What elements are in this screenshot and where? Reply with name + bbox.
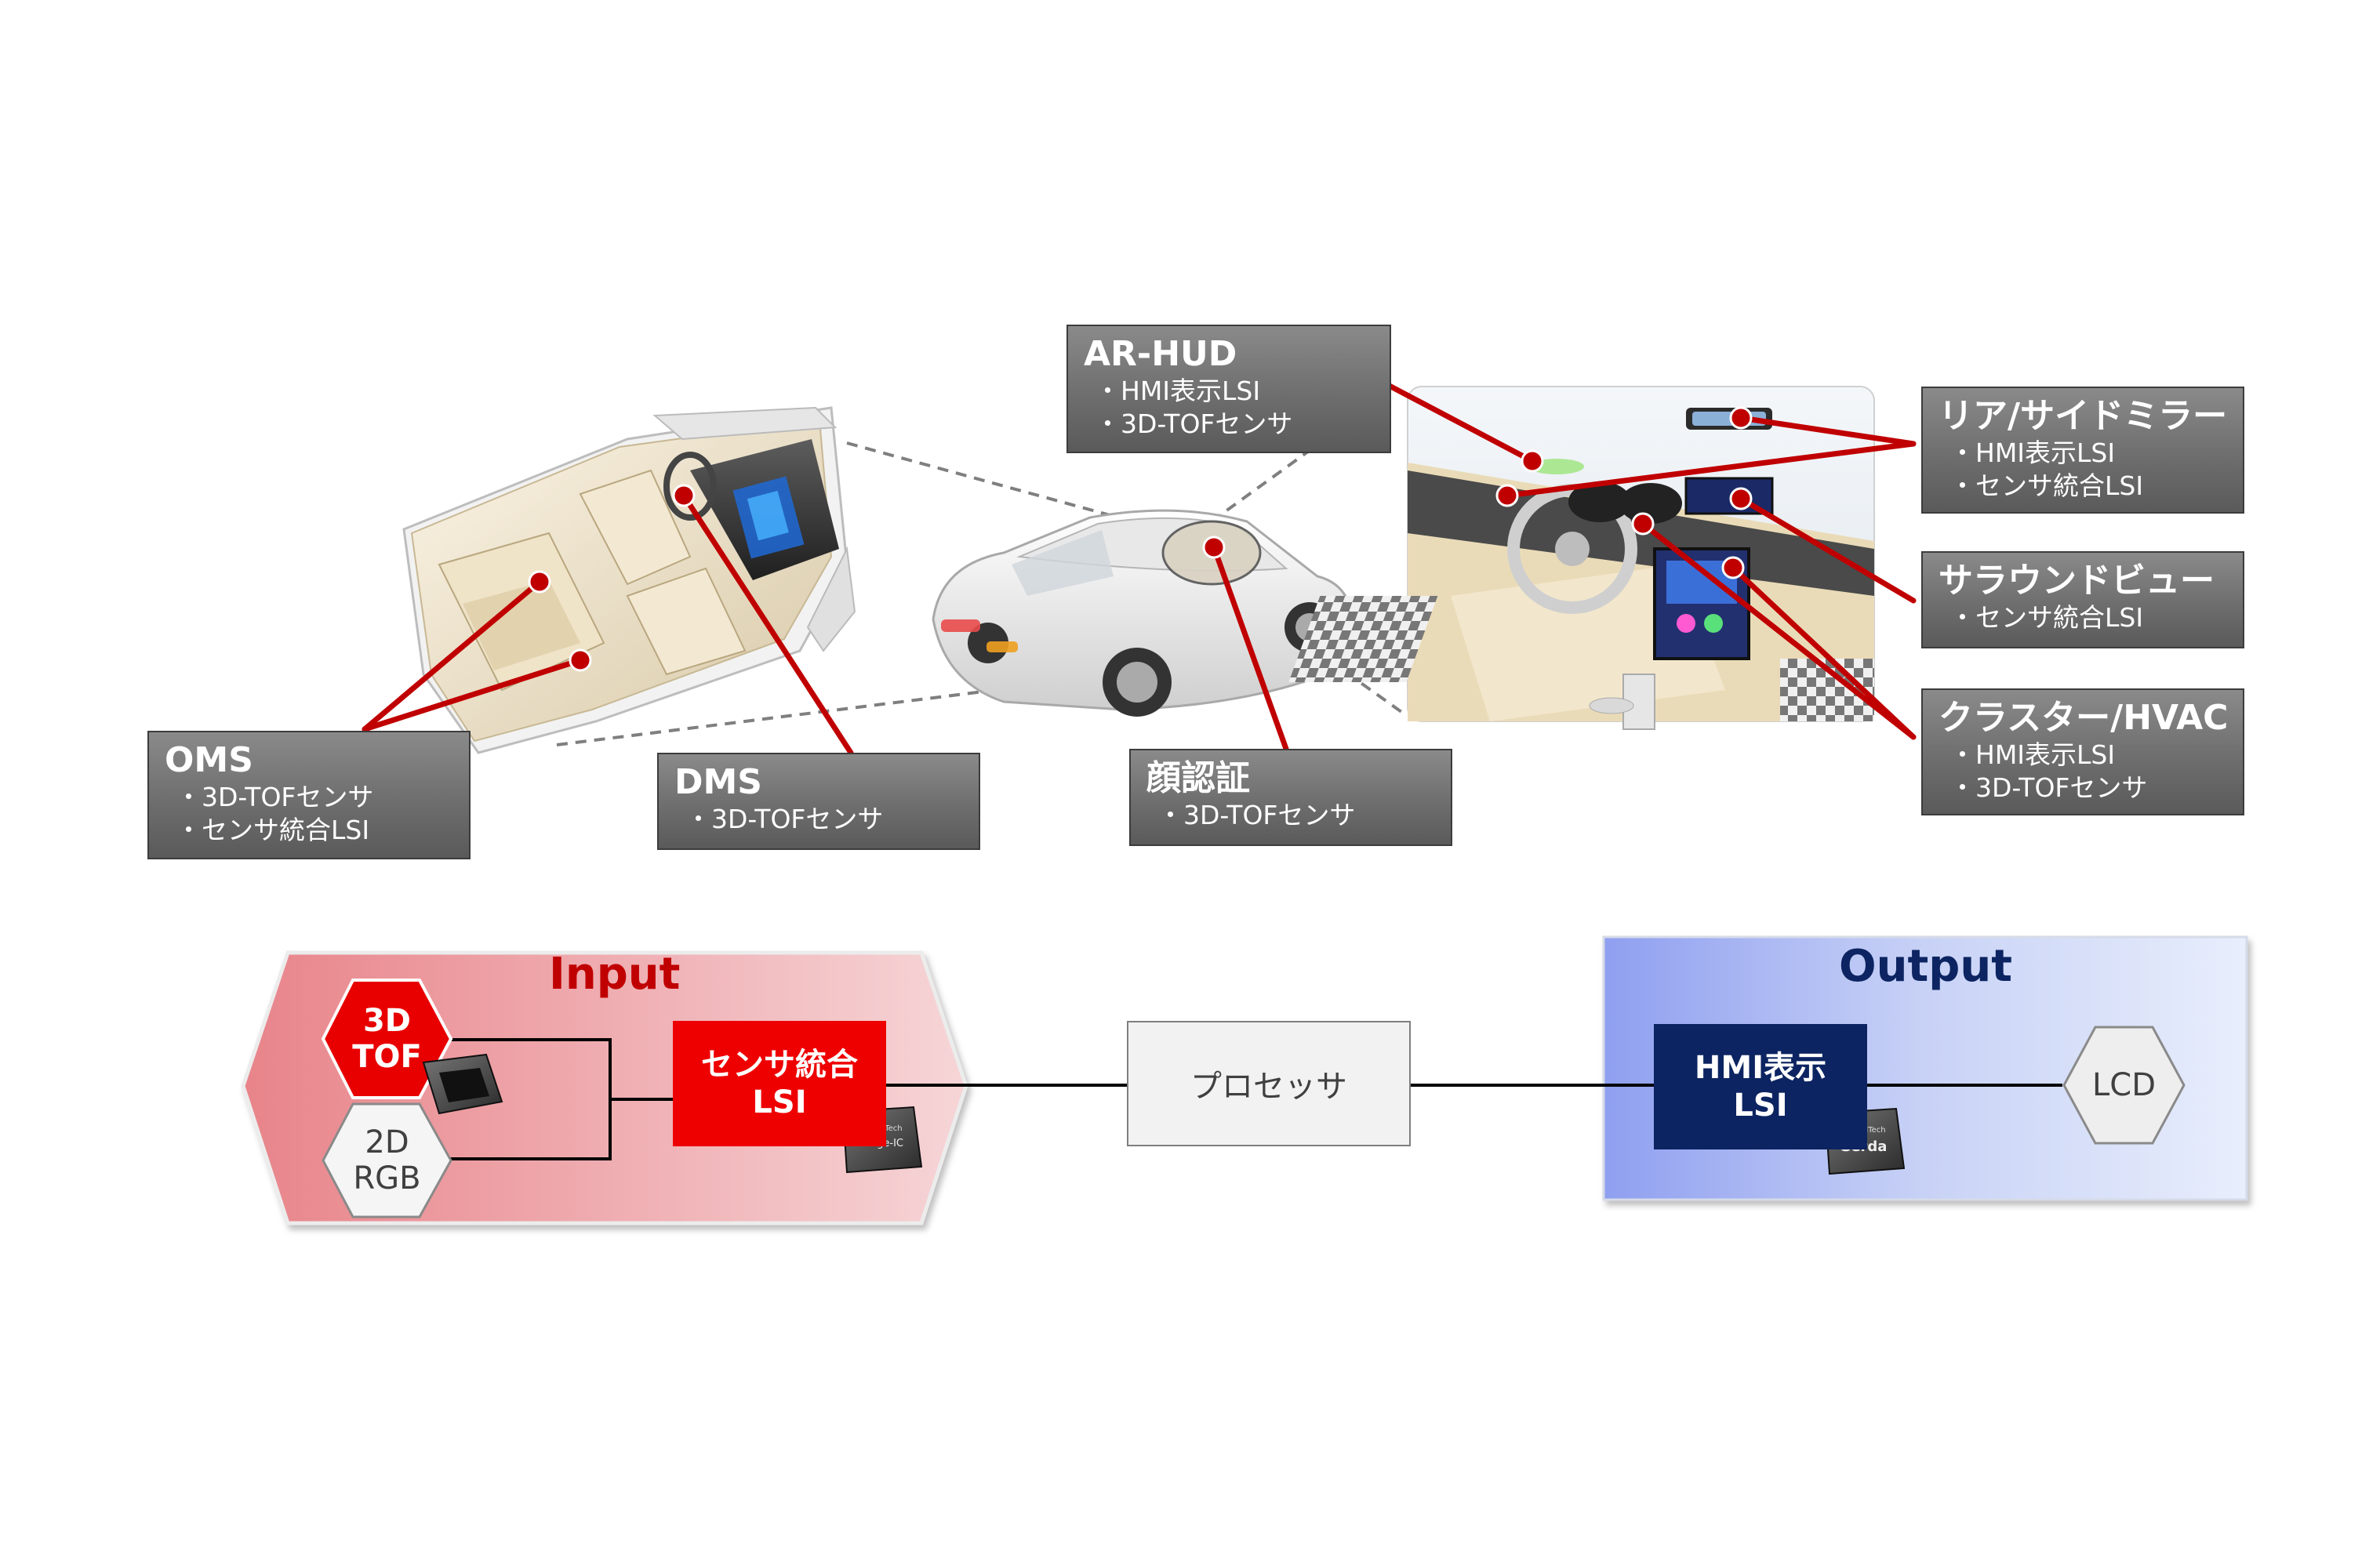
sensor-integration-lsi-block: センサ統合 LSI <box>673 1021 886 1146</box>
hmi-display-lsi-block: HMI表示 LSI <box>1654 1024 1867 1149</box>
callout-item: ・HMI表示LSI <box>1949 739 2116 770</box>
sensor-lsi-line1: センサ統合 <box>701 1047 858 1083</box>
hmi-lsi-line2: LSI <box>1733 1088 1788 1124</box>
callout-title: サラウンドビュー <box>1939 561 2215 601</box>
tof-chip-icon <box>422 1053 503 1115</box>
callout-surround-view: サラウンドビュー ・センサ統合LSI <box>1921 551 2244 648</box>
callout-title: AR-HUD <box>1084 334 1237 374</box>
sedan-illustration <box>932 509 1354 717</box>
callout-item: ・3D-TOFセンサ <box>1095 409 1293 439</box>
rgb-label-line2: RGB <box>353 1160 421 1197</box>
callout-title: クラスター/HVAC <box>1939 698 2229 738</box>
callout-title: OMS <box>165 740 253 780</box>
leader-lines <box>362 381 1917 756</box>
rgb-label: 2D RGB <box>323 1104 451 1217</box>
callout-dms: DMS ・3D-TOFセンサ <box>657 753 980 850</box>
callout-item: ・3D-TOFセンサ <box>1949 772 2148 803</box>
callout-oms: OMS ・3D-TOFセンサ ・センサ統合LSI <box>147 731 471 859</box>
callout-item: ・センサ統合LSI <box>1949 470 2144 501</box>
processor-block: プロセッサ <box>1127 1021 1411 1146</box>
callout-item: ・3D-TOFセンサ <box>685 804 884 834</box>
callout-rear-side-mirror: リア/サイドミラー ・HMI表示LSI ・センサ統合LSI <box>1921 387 2244 514</box>
lcd-hex <box>2062 1026 2186 1145</box>
callout-item: ・センサ統合LSI <box>1949 602 2144 633</box>
tof-label-line2: TOF <box>352 1039 422 1075</box>
callout-ar-hud: AR-HUD ・HMI表示LSI ・3D-TOFセンサ <box>1066 325 1391 453</box>
cockpit-illustration <box>1288 386 1875 730</box>
callout-item: ・センサ統合LSI <box>176 815 370 845</box>
callout-title: リア/サイドミラー <box>1939 396 2228 436</box>
lcd-label: LCD <box>2064 1027 2184 1143</box>
output-title: Output <box>1839 941 2012 992</box>
tof-sensor-hex <box>321 979 453 1099</box>
callout-item: ・3D-TOFセンサ <box>176 782 374 812</box>
leader-points <box>528 406 1753 672</box>
callout-cluster-hvac: クラスター/HVAC ・HMI表示LSI ・3D-TOFセンサ <box>1921 688 2244 815</box>
rgb-label-line1: 2D <box>365 1124 409 1160</box>
callout-item: ・3D-TOFセンサ <box>1157 800 1356 830</box>
callout-item: ・HMI表示LSI <box>1949 438 2116 468</box>
callout-title: DMS <box>674 762 762 802</box>
processor-label: プロセッサ <box>1190 1069 1347 1105</box>
rgb-sensor-hex <box>322 1102 452 1218</box>
tof-label: 3D TOF <box>323 980 451 1098</box>
lcd-text: LCD <box>2091 1067 2156 1103</box>
sensor-lsi-line2: LSI <box>752 1084 807 1120</box>
hmi-lsi-line1: HMI表示 <box>1694 1050 1827 1086</box>
callout-item: ・HMI表示LSI <box>1095 376 1261 406</box>
callout-title: 顔認証 <box>1146 758 1250 798</box>
cutaway-car-illustration <box>402 406 856 754</box>
signal-lines <box>435 1038 2062 1160</box>
input-title: Input <box>549 949 681 1000</box>
callout-face-recognition: 顔認証 ・3D-TOFセンサ <box>1129 749 1452 846</box>
tof-label-line1: 3D <box>362 1003 412 1039</box>
